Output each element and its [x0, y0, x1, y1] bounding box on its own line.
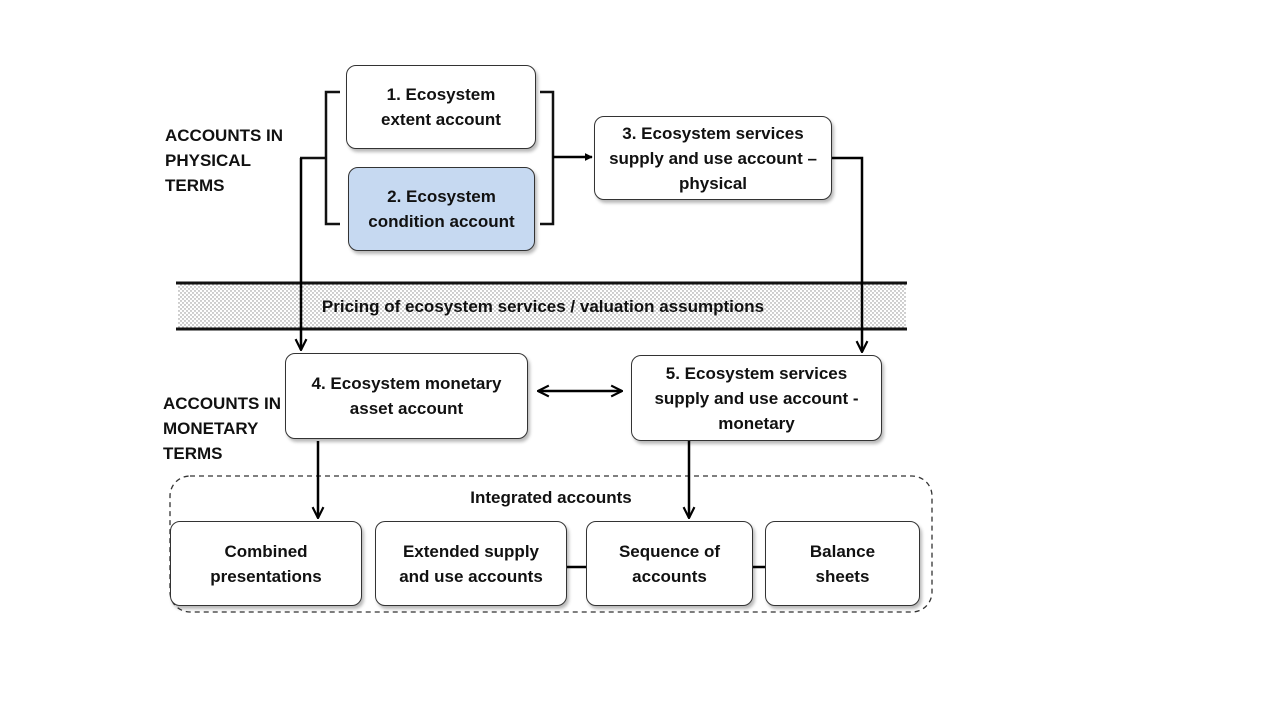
combined-line-1: Combined [224, 541, 308, 561]
valuation-band-fill [178, 284, 906, 328]
integrated-accounts-title: Integrated accounts [470, 488, 632, 507]
physical-label-line-2: PHYSICAL [165, 151, 251, 170]
monetary-label-line-3: TERMS [163, 444, 223, 463]
services-monetary-line-2: supply and use account - [654, 388, 859, 408]
monetary-label-line-1: ACCOUNTS IN [163, 394, 282, 413]
extended-supply-use-accounts-box: Extended supply and use accounts [375, 521, 567, 606]
services-physical-line-1: 3. Ecosystem services [622, 123, 804, 143]
extent-line-2: extent account [381, 110, 501, 129]
monetary-asset-line-1: 4. Ecosystem monetary [311, 374, 502, 393]
right-bracket [540, 90, 555, 226]
integrated-accounts-container [169, 475, 933, 613]
sequence-of-accounts-box: Sequence of accounts [586, 521, 753, 606]
monetary-terms-label: ACCOUNTS IN MONETARY TERMS [163, 391, 281, 466]
sequence-line-2: accounts [632, 566, 707, 586]
extent-line-1: 1. Ecosystem [386, 85, 496, 104]
ecosystem-services-physical-account-box: 3. Ecosystem services supply and use acc… [594, 116, 832, 200]
ecosystem-monetary-asset-account-box: 4. Ecosystem monetary asset account [285, 353, 528, 439]
condition-line-2: condition account [368, 212, 515, 231]
arrow-services-physical-to-monetary [832, 156, 862, 352]
combined-line-2: presentations [210, 566, 322, 586]
physical-terms-label: ACCOUNTS IN PHYSICAL TERMS [165, 123, 283, 198]
extended-line-2: and use accounts [399, 566, 543, 586]
ecosystem-services-monetary-account-box: 5. Ecosystem services supply and use acc… [631, 355, 882, 441]
services-monetary-line-1: 5. Ecosystem services [665, 363, 848, 383]
ecosystem-condition-account-box: 2. Ecosystem condition account [348, 167, 535, 251]
ecosystem-extent-account-box: 1. Ecosystem extent account [346, 65, 536, 149]
monetary-asset-line-2: asset account [349, 399, 464, 418]
balance-line-1: Balance [809, 541, 876, 561]
services-physical-line-2: supply and use account – [609, 148, 817, 168]
monetary-label-line-2: MONETARY [163, 419, 259, 438]
physical-label-line-3: TERMS [165, 176, 225, 195]
condition-line-1: 2. Ecosystem [387, 187, 496, 206]
sequence-line-1: Sequence of [618, 541, 721, 561]
physical-label-line-1: ACCOUNTS IN [165, 126, 284, 145]
extended-line-1: Extended supply [402, 541, 539, 561]
services-monetary-line-3: monetary [718, 413, 795, 433]
balance-sheets-box: Balance sheets [765, 521, 920, 606]
services-physical-line-3: physical [678, 173, 748, 193]
combined-presentations-box: Combined presentations [170, 521, 362, 606]
left-bracket [324, 90, 340, 226]
valuation-assumptions-label: Pricing of ecosystem services / valuatio… [321, 297, 765, 316]
balance-line-2: sheets [815, 566, 870, 586]
